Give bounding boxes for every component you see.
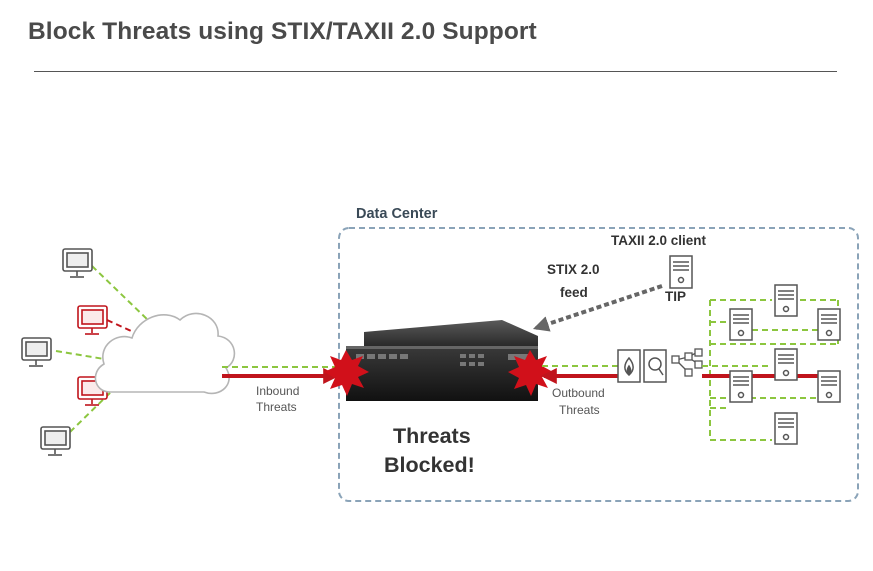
outbound-label-line1: Outbound	[552, 386, 605, 400]
network-topology-icon	[671, 348, 703, 377]
firewall-appliance-icon	[346, 320, 538, 401]
server-icon	[729, 308, 753, 341]
monitor-icon	[77, 305, 108, 335]
taxii-client-label: TAXII 2.0 client	[611, 233, 707, 248]
inspection-icon	[643, 349, 667, 383]
server-icon	[669, 255, 693, 289]
server-icon	[817, 308, 841, 341]
starburst-icon	[324, 350, 369, 396]
sandbox-icon	[617, 349, 641, 383]
page-title: Block Threats using STIX/TAXII 2.0 Suppo…	[28, 18, 537, 45]
cloud-icon	[94, 312, 236, 395]
title-divider	[34, 71, 837, 72]
server-icon	[774, 284, 798, 317]
monitor-icon	[40, 426, 71, 456]
server-icon	[774, 412, 798, 445]
monitor-icon	[21, 337, 52, 367]
stix-feed-arrow	[532, 284, 663, 332]
inbound-label-line1: Inbound	[256, 384, 300, 398]
outbound-label-line2: Threats	[559, 403, 600, 417]
server-network-links	[702, 299, 839, 441]
threats-blocked-line1: Threats	[393, 424, 471, 448]
server-icon	[729, 370, 753, 403]
stix-feed-label-line1: STIX 2.0	[547, 262, 600, 277]
starburst-icon	[508, 350, 553, 396]
server-icon	[774, 348, 798, 381]
stix-feed-label-line2: feed	[560, 285, 588, 300]
server-icon	[817, 370, 841, 403]
tip-label: TIP	[665, 289, 687, 304]
threats-blocked-line2: Blocked!	[384, 453, 475, 477]
data-center-label: Data Center	[356, 206, 438, 222]
inbound-label-line2: Threats	[256, 400, 297, 414]
monitor-icon	[62, 248, 93, 278]
